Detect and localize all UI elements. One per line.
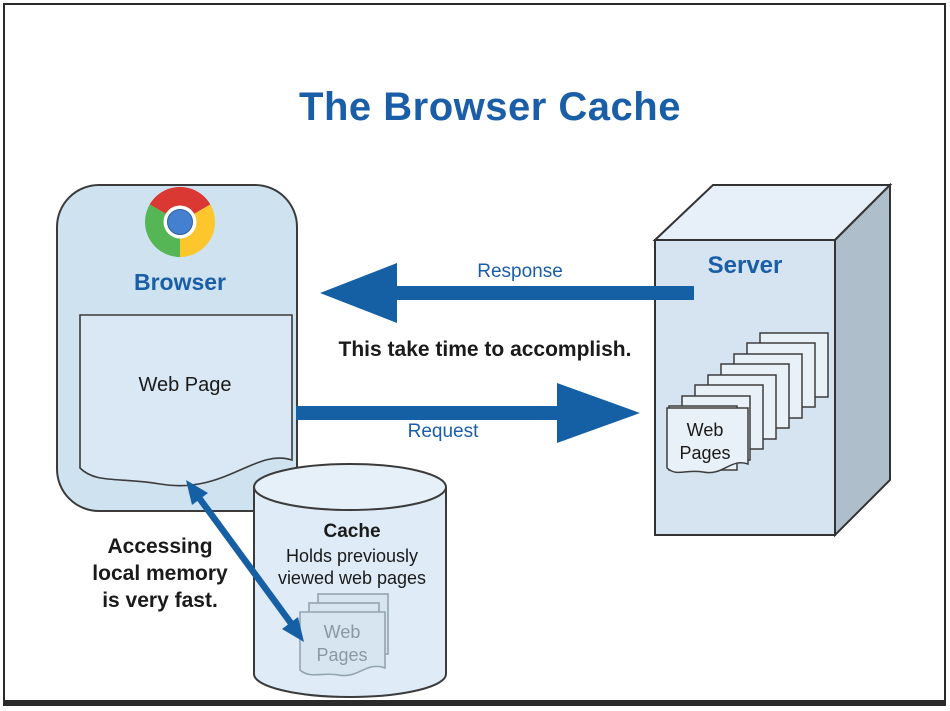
request-arrow-label: Request xyxy=(407,421,479,442)
cache-pages-label: Web Pages xyxy=(316,622,368,665)
latency-note: This take time to accomplish. xyxy=(338,338,632,361)
server-front-page-document xyxy=(666,407,749,474)
server-pages-label: Web Pages xyxy=(679,420,731,463)
cache-pages-stack xyxy=(299,593,389,677)
response-arrow xyxy=(320,263,694,323)
chrome-icon xyxy=(145,187,215,257)
request-arrow xyxy=(296,383,640,443)
response-arrow-label: Response xyxy=(477,261,563,282)
cache-front-page-document xyxy=(299,611,386,677)
cache-subtitle: Holds previously viewed web pages xyxy=(277,546,427,588)
web-page-label: Web Page xyxy=(138,374,232,396)
page-title: The Browser Cache xyxy=(299,85,681,129)
cache-title: Cache xyxy=(323,521,381,542)
browser-cache-arrow xyxy=(186,480,304,642)
browser-label: Browser xyxy=(133,269,227,295)
server-label: Server xyxy=(707,252,783,279)
server-pages-stack xyxy=(666,332,829,474)
cache-speed-note: Accessing local memory is very fast. xyxy=(92,535,228,612)
web-page-document xyxy=(79,314,293,487)
